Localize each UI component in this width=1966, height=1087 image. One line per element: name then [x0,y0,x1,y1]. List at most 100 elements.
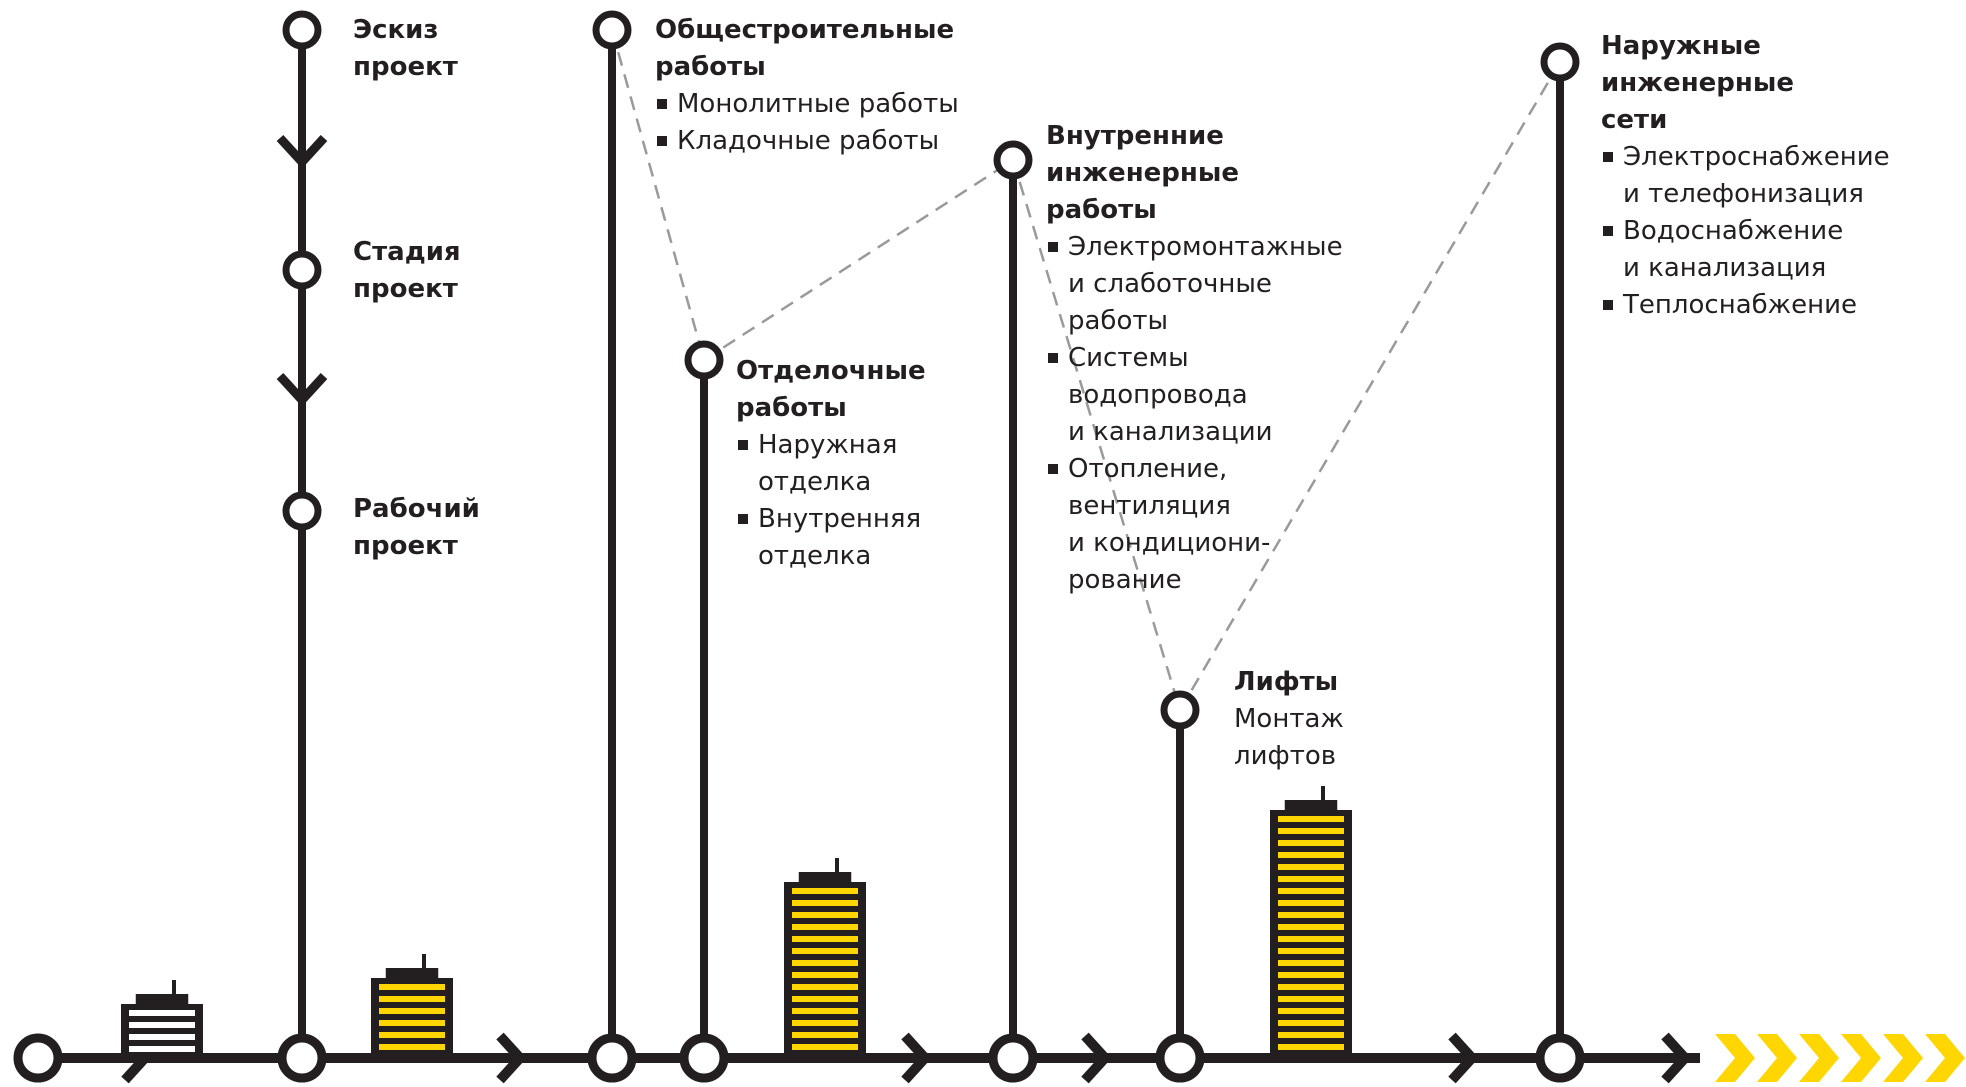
buildings [121,786,1352,1058]
stem-chevrons [276,134,328,407]
building-floor [1278,888,1344,894]
list-item: Электромонтажные и слаботочные работы [1046,229,1343,340]
building-floor [1278,924,1344,930]
building-floor [379,1020,445,1026]
building-floor [792,924,858,930]
item-list: Монолитные работы Кладочные работы [655,86,959,160]
chevron-down-icon [276,134,328,169]
building-antenna [172,980,176,996]
stage-general-construction: Общестроительные работы Монолитные работ… [655,12,959,160]
timeline-node [277,1033,327,1083]
stage-description: Монтаж лифтов [1234,704,1344,771]
stage-title: Отделочные работы [736,356,926,423]
building-floor [1278,1032,1344,1038]
dashed-connector [1011,159,1182,711]
stage-elevators: Лифты Монтаж лифтов [1234,664,1344,775]
list-item: Наружная отделка [736,427,926,501]
building-floor [1278,864,1344,870]
milestone-node [684,340,724,380]
building-floor [1278,816,1344,822]
arrow-right-icon [496,1032,527,1084]
building-floor [792,948,858,954]
milestone-node [592,10,632,50]
timeline-node [988,1033,1038,1083]
building-floor [1278,996,1344,1002]
chevron-right-icon [1757,1034,1797,1082]
building-floor [1278,1020,1344,1026]
building-antenna [422,954,426,970]
building-floor [792,1008,858,1014]
building-floor [1278,948,1344,954]
building-roof [385,968,439,980]
stage-title: Общестроительные работы [655,15,955,82]
building-body [371,978,453,1056]
building-floor [379,1008,445,1014]
chevron-right-icon [1841,1034,1881,1082]
stage-external-networks: Наружные инженерные сети Электроснабжени… [1601,28,1890,324]
chevron-right-icon [1799,1034,1839,1082]
building-roof [1284,800,1338,812]
building-floor [792,900,858,906]
stage-title: Лифты [1234,667,1339,697]
building-floor [1278,936,1344,942]
list-item: Кладочные работы [655,123,959,160]
milestone-node [1160,690,1200,730]
list-item: Монолитные работы [655,86,959,123]
building-floor [379,1044,445,1050]
milestone-node [993,140,1033,180]
list-item: Системы водопровода и канализации [1046,340,1343,451]
building-floor [1278,972,1344,978]
item-list: Электромонтажные и слаботочные работы Си… [1046,229,1343,599]
stage-working-project: Рабочий проект [353,491,480,565]
milestone-node [282,250,322,290]
timeline-arrows [121,1032,1692,1084]
timeline-node [13,1033,63,1083]
stage-design-project: Стадия проект [353,234,461,308]
building-floor [792,936,858,942]
arrow-right-icon [901,1032,932,1084]
building-roof [135,994,189,1006]
timeline-node [1155,1033,1205,1083]
building-floor [1278,984,1344,990]
chevron-down-icon [276,372,328,407]
building-floor [1278,960,1344,966]
chevron-right-icon [1883,1034,1923,1082]
building-floor [792,1020,858,1026]
building-floor [1278,840,1344,846]
building-body [784,882,866,1056]
building-floor [1278,1044,1344,1050]
building-floor [792,912,858,918]
building-floor [792,972,858,978]
building-floor [792,888,858,894]
stage-title: Наружные инженерные сети [1601,31,1795,135]
timeline-node [587,1033,637,1083]
building-body [1270,810,1352,1056]
arrow-right-icon [1448,1032,1479,1084]
building-roof [798,872,852,884]
building-floor [379,984,445,990]
building-floor [129,1010,195,1016]
building-floor [129,1022,195,1028]
building-antenna [1321,786,1325,802]
timeline-node [1535,1033,1585,1083]
chevron-right-icon [1925,1034,1965,1082]
building-floor [1278,1008,1344,1014]
milestone-node [282,10,322,50]
stage-finishing-works: Отделочные работы Наружная отделка Внутр… [736,353,926,575]
building-floor [379,1032,445,1038]
arrow-right-icon [1081,1032,1112,1084]
milestone-nodes [13,10,1585,1083]
list-item: Водоснабжение и канализация [1601,213,1890,287]
progress-chevrons [1715,1034,1965,1082]
list-item: Внутренняя отделка [736,501,926,575]
stage-title: Эскиз проект [353,15,458,82]
building-floor [379,996,445,1002]
building-floor [1278,852,1344,858]
stage-internal-engineering: Внутренние инженерные работы Электромонт… [1046,118,1343,599]
building-floor [1278,912,1344,918]
dashed-connector [703,158,1014,362]
building-floor [129,1034,195,1040]
stage-title: Стадия проект [353,237,461,304]
building-floor [792,960,858,966]
